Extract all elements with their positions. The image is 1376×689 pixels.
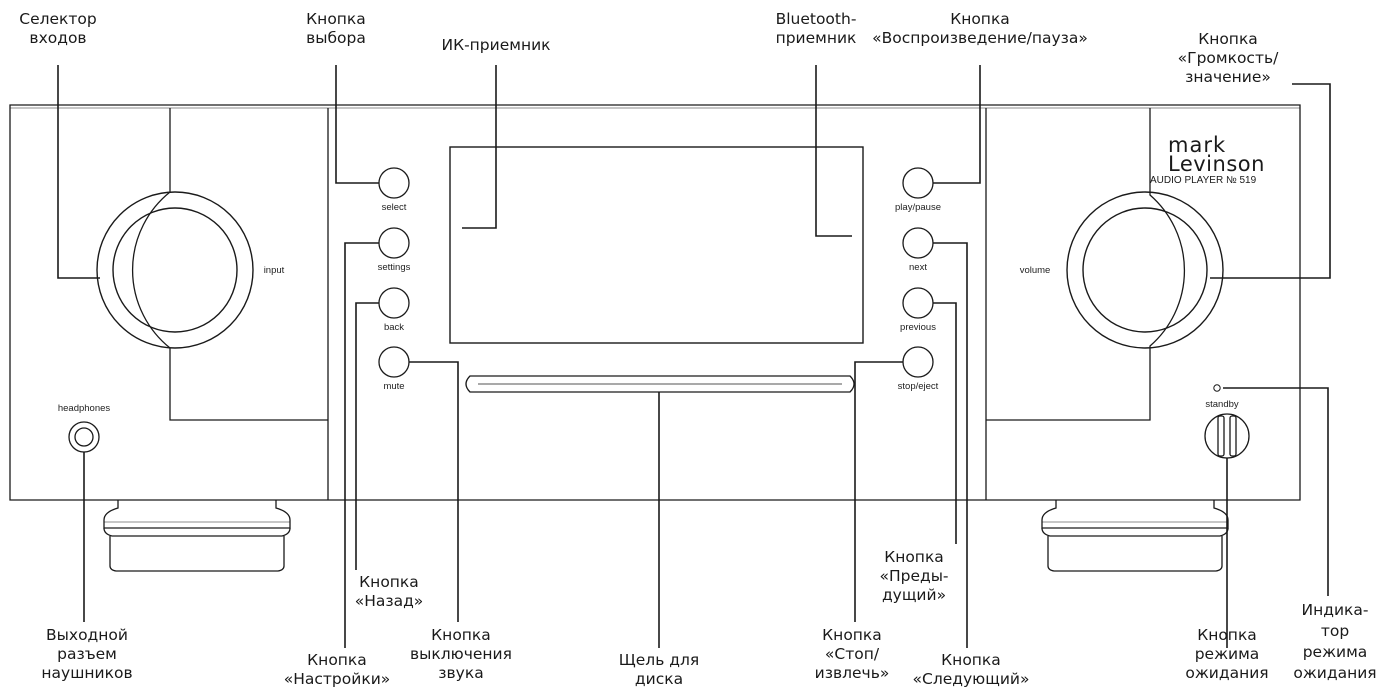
standby-button[interactable] (1204, 413, 1250, 459)
stop-eject-button[interactable] (902, 346, 934, 378)
headphones-jack (68, 421, 100, 453)
next-label: next (909, 262, 927, 273)
leader-lines (57, 65, 1331, 648)
display-screen (449, 146, 864, 344)
volume-knob[interactable] (1066, 191, 1224, 349)
select-button[interactable] (378, 167, 410, 199)
select-label: select (381, 202, 407, 213)
callout-settings-button: Кнопка «Настройки» (283, 651, 391, 688)
callout-play-pause-button: Кнопка «Воспроизведение/пауза» (872, 10, 1088, 47)
callout-disc-slot: Щель для диска (618, 651, 700, 688)
callout-ir-receiver: ИК-приемник (441, 36, 551, 54)
play-pause-label: play/pause (895, 202, 941, 213)
input-selector-knob[interactable] (96, 191, 254, 349)
model-name: AUDIO PLAYER № 519 (1150, 175, 1257, 186)
input-knob-bezel (131, 108, 328, 421)
play-pause-button[interactable] (902, 167, 934, 199)
left-foot (103, 500, 291, 572)
callout-standby-button: Кнопка режима ожидания (1185, 626, 1269, 682)
mute-label: mute (383, 381, 405, 392)
mute-button[interactable] (378, 346, 410, 378)
disc-slot (465, 375, 855, 393)
standby-indicator-led (1213, 384, 1221, 392)
callout-next-button: Кнопка «Следующий» (912, 651, 1030, 688)
callout-bluetooth-receiver: Bluetooth- приемник (775, 10, 857, 47)
chassis (9, 104, 1301, 501)
back-button[interactable] (378, 287, 410, 319)
volume-label: volume (1019, 265, 1051, 276)
callout-input-selector: Селектор входов (19, 10, 97, 47)
standby-label: standby (1205, 399, 1239, 410)
volume-knob-bezel (986, 108, 1185, 421)
back-label: back (383, 322, 405, 333)
callout-previous-button: Кнопка «Преды- дущий» (879, 548, 949, 604)
previous-label: previous (900, 322, 936, 333)
next-button[interactable] (902, 227, 934, 259)
brand-line1: mark (1168, 133, 1227, 157)
right-foot (1041, 500, 1229, 572)
callout-headphones-output: Выходной разъем наушников (41, 626, 133, 682)
stop-eject-label: stop/eject (897, 381, 939, 392)
callout-select-button: Кнопка выбора (306, 10, 366, 47)
brand-logo: mark Levinson (1168, 133, 1265, 176)
settings-label: settings (377, 262, 411, 273)
brand-line2: Levinson (1168, 152, 1265, 176)
callout-volume-button: Кнопка «Громкость/ значение» (1177, 30, 1279, 86)
callout-stop-eject-button: Кнопка «Стоп/ извлечь» (814, 626, 890, 682)
previous-button[interactable] (902, 287, 934, 319)
callout-standby-indicator: Индика- тор режима ожидания (1293, 601, 1376, 682)
input-label: input (263, 265, 285, 276)
callout-mute-button: Кнопка выключения звука (410, 626, 512, 682)
settings-button[interactable] (378, 227, 410, 259)
headphones-label: headphones (57, 403, 111, 414)
callout-back-button: Кнопка «Назад» (354, 573, 424, 610)
